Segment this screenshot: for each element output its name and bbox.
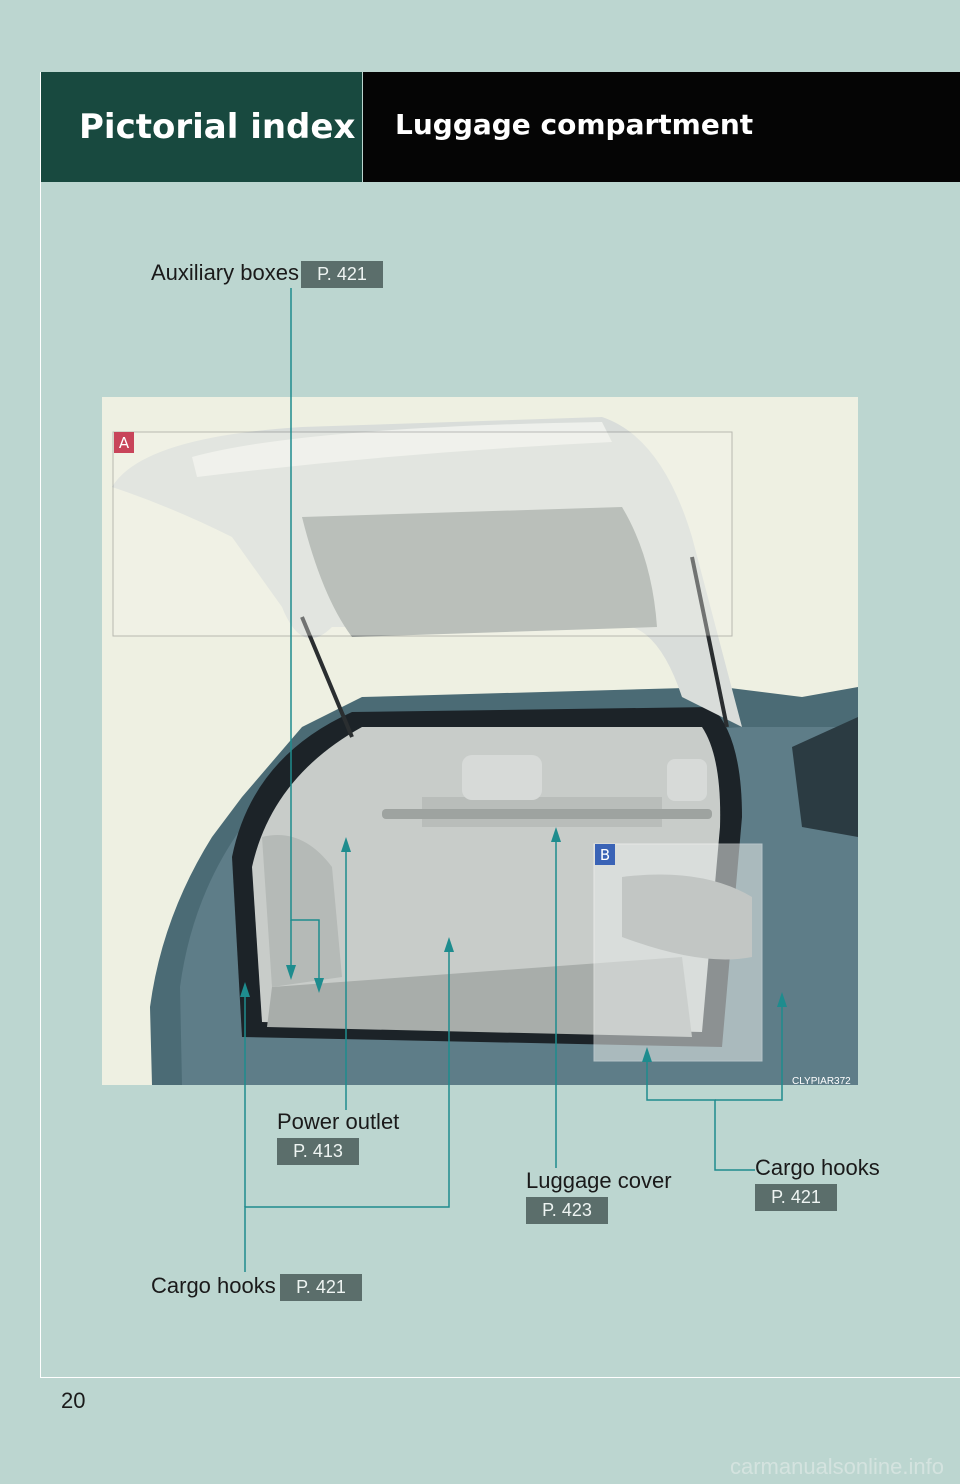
page-frame	[40, 72, 960, 1378]
callout-luggage-cover-label: Luggage cover	[526, 1168, 672, 1193]
callout-cargo-hooks-left-ref[interactable]: P. 421	[280, 1274, 362, 1301]
marker-a: A	[119, 434, 130, 452]
vehicle-rear-drawing: A B	[112, 417, 858, 1085]
marker-b: B	[600, 846, 610, 864]
callout-cargo-hooks-left-label: Cargo hooks	[151, 1273, 276, 1298]
section-title: Pictorial index	[41, 72, 362, 182]
leader-cargo-hooks-left	[244, 940, 450, 1272]
watermark: carmanualsonline.info	[729, 1454, 944, 1479]
leader-cargo-hooks-right	[646, 1050, 755, 1171]
callout-cargo-hooks-right-ref[interactable]: P. 421	[755, 1184, 837, 1211]
luggage-compartment-illustration: A B	[102, 397, 858, 1085]
callout-power-outlet-ref[interactable]: P. 413	[277, 1138, 359, 1165]
callout-auxiliary-boxes-label: Auxiliary boxes	[151, 260, 299, 285]
illustration-code: CLYPIAR372	[792, 1076, 851, 1087]
callout-auxiliary-boxes-ref[interactable]: P. 421	[301, 261, 383, 288]
callout-power-outlet-label: Power outlet	[277, 1109, 400, 1134]
marker-b-box	[595, 844, 615, 865]
page-title: Luggage compartment	[363, 72, 960, 182]
page-number: 20	[61, 1388, 86, 1413]
leader-auxiliary-boxes	[290, 288, 320, 990]
callout-luggage-cover-ref[interactable]: P. 423	[526, 1197, 608, 1224]
callout-cargo-hooks-right-label: Cargo hooks	[755, 1155, 880, 1180]
marker-a-box	[114, 432, 134, 453]
